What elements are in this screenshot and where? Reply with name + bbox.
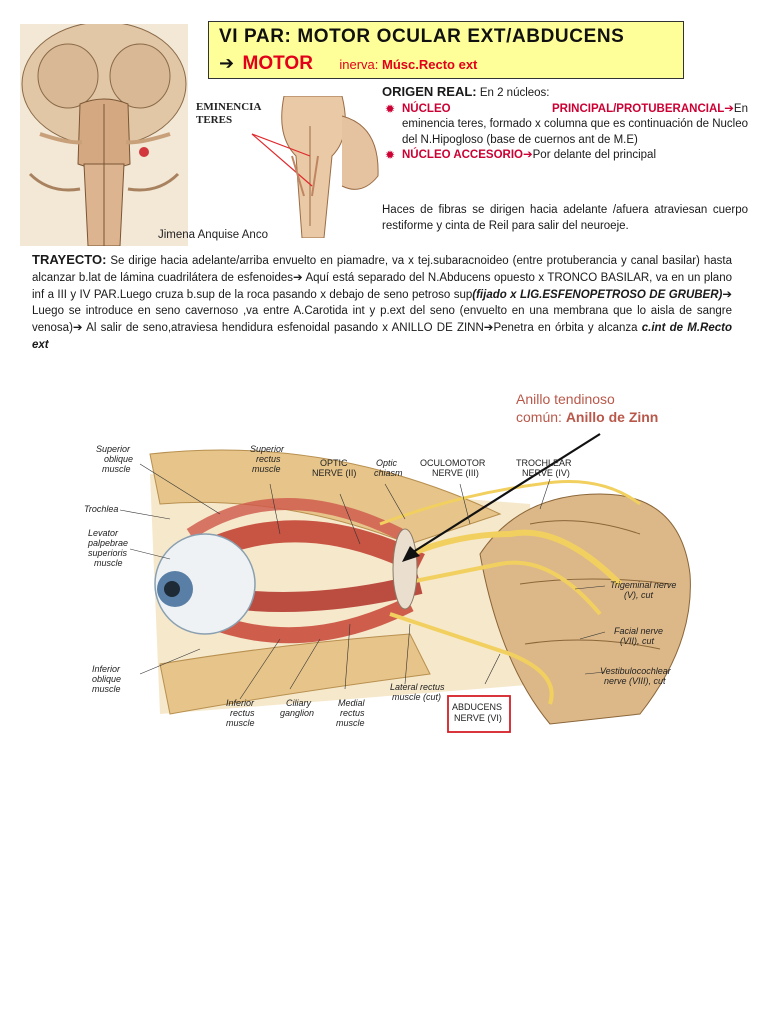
eminencia-label-line1: EMINENCIA (196, 101, 262, 113)
author-caption: Jimena Anquise Anco (158, 229, 268, 241)
inerva-text: inerva: (339, 57, 383, 72)
label-facial: Facial nerve(VII), cut (614, 626, 663, 646)
trayecto-text-3: Luego se introduce en seno cavernoso ,va… (32, 305, 732, 335)
recto-ext-text: c.int de M.Recto ext (32, 322, 732, 351)
origen-subtitle: En 2 núcleos: (476, 87, 550, 99)
label-trigeminal: Trigeminal nerve(V), cut (610, 580, 676, 600)
muscle-name: Músc.Recto ext (382, 57, 478, 72)
anillo-zinn-label: Anillo tendinoso común: Anillo de Zinn (516, 390, 658, 426)
brainstem-illustration (20, 24, 188, 246)
gruber-ligament-text: (fijado x LIG.ESFENOPETROSO DE GRUBER) (472, 288, 723, 301)
origen-heading: ORIGEN REAL: En 2 núcleos: (382, 84, 748, 102)
label-trochlea: Trochlea (84, 504, 118, 514)
origen-real-section: ORIGEN REAL: En 2 núcleos: ✹ NÚCLEO PRIN… (382, 84, 748, 164)
eminencia-label-line2: TERES (196, 114, 233, 126)
anillo-comun-text: común: (516, 409, 566, 425)
arrow-icon: ➔ (522, 149, 533, 161)
nucleus-accesorio-text: Por delante del principal (532, 149, 657, 161)
anillo-line1: Anillo tendinoso (516, 391, 615, 407)
page-title: VI PAR: MOTOR OCULAR EXT/ABDUCENS (219, 26, 625, 47)
nucleus-text-en: En (733, 102, 748, 115)
nucleus-item-accesorio: ✹ NÚCLEO ACCESORIO➔Por delante del princ… (382, 148, 748, 164)
arrow-icon: ➔ (72, 322, 83, 335)
nucleus-principal-heading: NÚCLEO PRINCIPAL/PROTUBERANCIAL➔En (402, 102, 748, 118)
arrow-icon: ➔ (293, 271, 303, 284)
motor-label: MOTOR (242, 53, 313, 74)
anillo-line2: común: Anillo de Zinn (516, 408, 658, 426)
title-subline: ➔ MOTOR inerva: Músc.Recto ext (219, 53, 477, 75)
trayecto-text-5: Penetra en órbita y alcanza (493, 322, 642, 335)
trayecto-label: TRAYECTO: (32, 252, 107, 267)
nucleus-label-a: NÚCLEO (402, 102, 451, 115)
nucleus-item-principal: ✹ NÚCLEO PRINCIPAL/PROTUBERANCIAL➔En emi… (382, 102, 748, 149)
title-box: VI PAR: MOTOR OCULAR EXT/ABDUCENS ➔ MOTO… (208, 21, 684, 79)
nucleus-accesorio-label: NÚCLEO ACCESORIO (402, 149, 523, 161)
arrow-icon: ➔ (219, 53, 235, 73)
arrow-icon: ➔ (724, 102, 734, 115)
anillo-zinn-text: Anillo de Zinn (565, 409, 659, 425)
trayecto-text-2: Aquí está separado del N.Abducens opuest… (32, 271, 732, 301)
nucleus-label-b: PRINCIPAL/PROTUBERANCIAL (551, 102, 725, 115)
nucleus-principal-text: eminencia teres, formado x columna que e… (402, 118, 748, 146)
arrow-icon: ➔ (722, 288, 732, 301)
haces-paragraph: Haces de fibras se dirigen hacia adelant… (382, 204, 748, 232)
abducens-highlight-box (447, 695, 511, 733)
starburst-bullet-icon: ✹ (385, 148, 396, 162)
starburst-bullet-icon: ✹ (385, 101, 396, 116)
eminencia-teres-label: EMINENCIA TERES (196, 101, 261, 127)
inerva-label: inerva: Músc.Recto ext (339, 57, 477, 72)
trayecto-text-4: Al salir de seno,atraviesa hendidura esf… (82, 322, 484, 335)
trayecto-paragraph: TRAYECTO: Se dirige hacia adelante/arrib… (32, 252, 732, 354)
trayecto-text-1: Se dirige hacia adelante/arriba envuelto… (32, 255, 732, 284)
arrow-icon: ➔ (483, 322, 494, 335)
origen-title: ORIGEN REAL: (382, 84, 477, 99)
eminencia-teres-illustration (251, 96, 379, 238)
